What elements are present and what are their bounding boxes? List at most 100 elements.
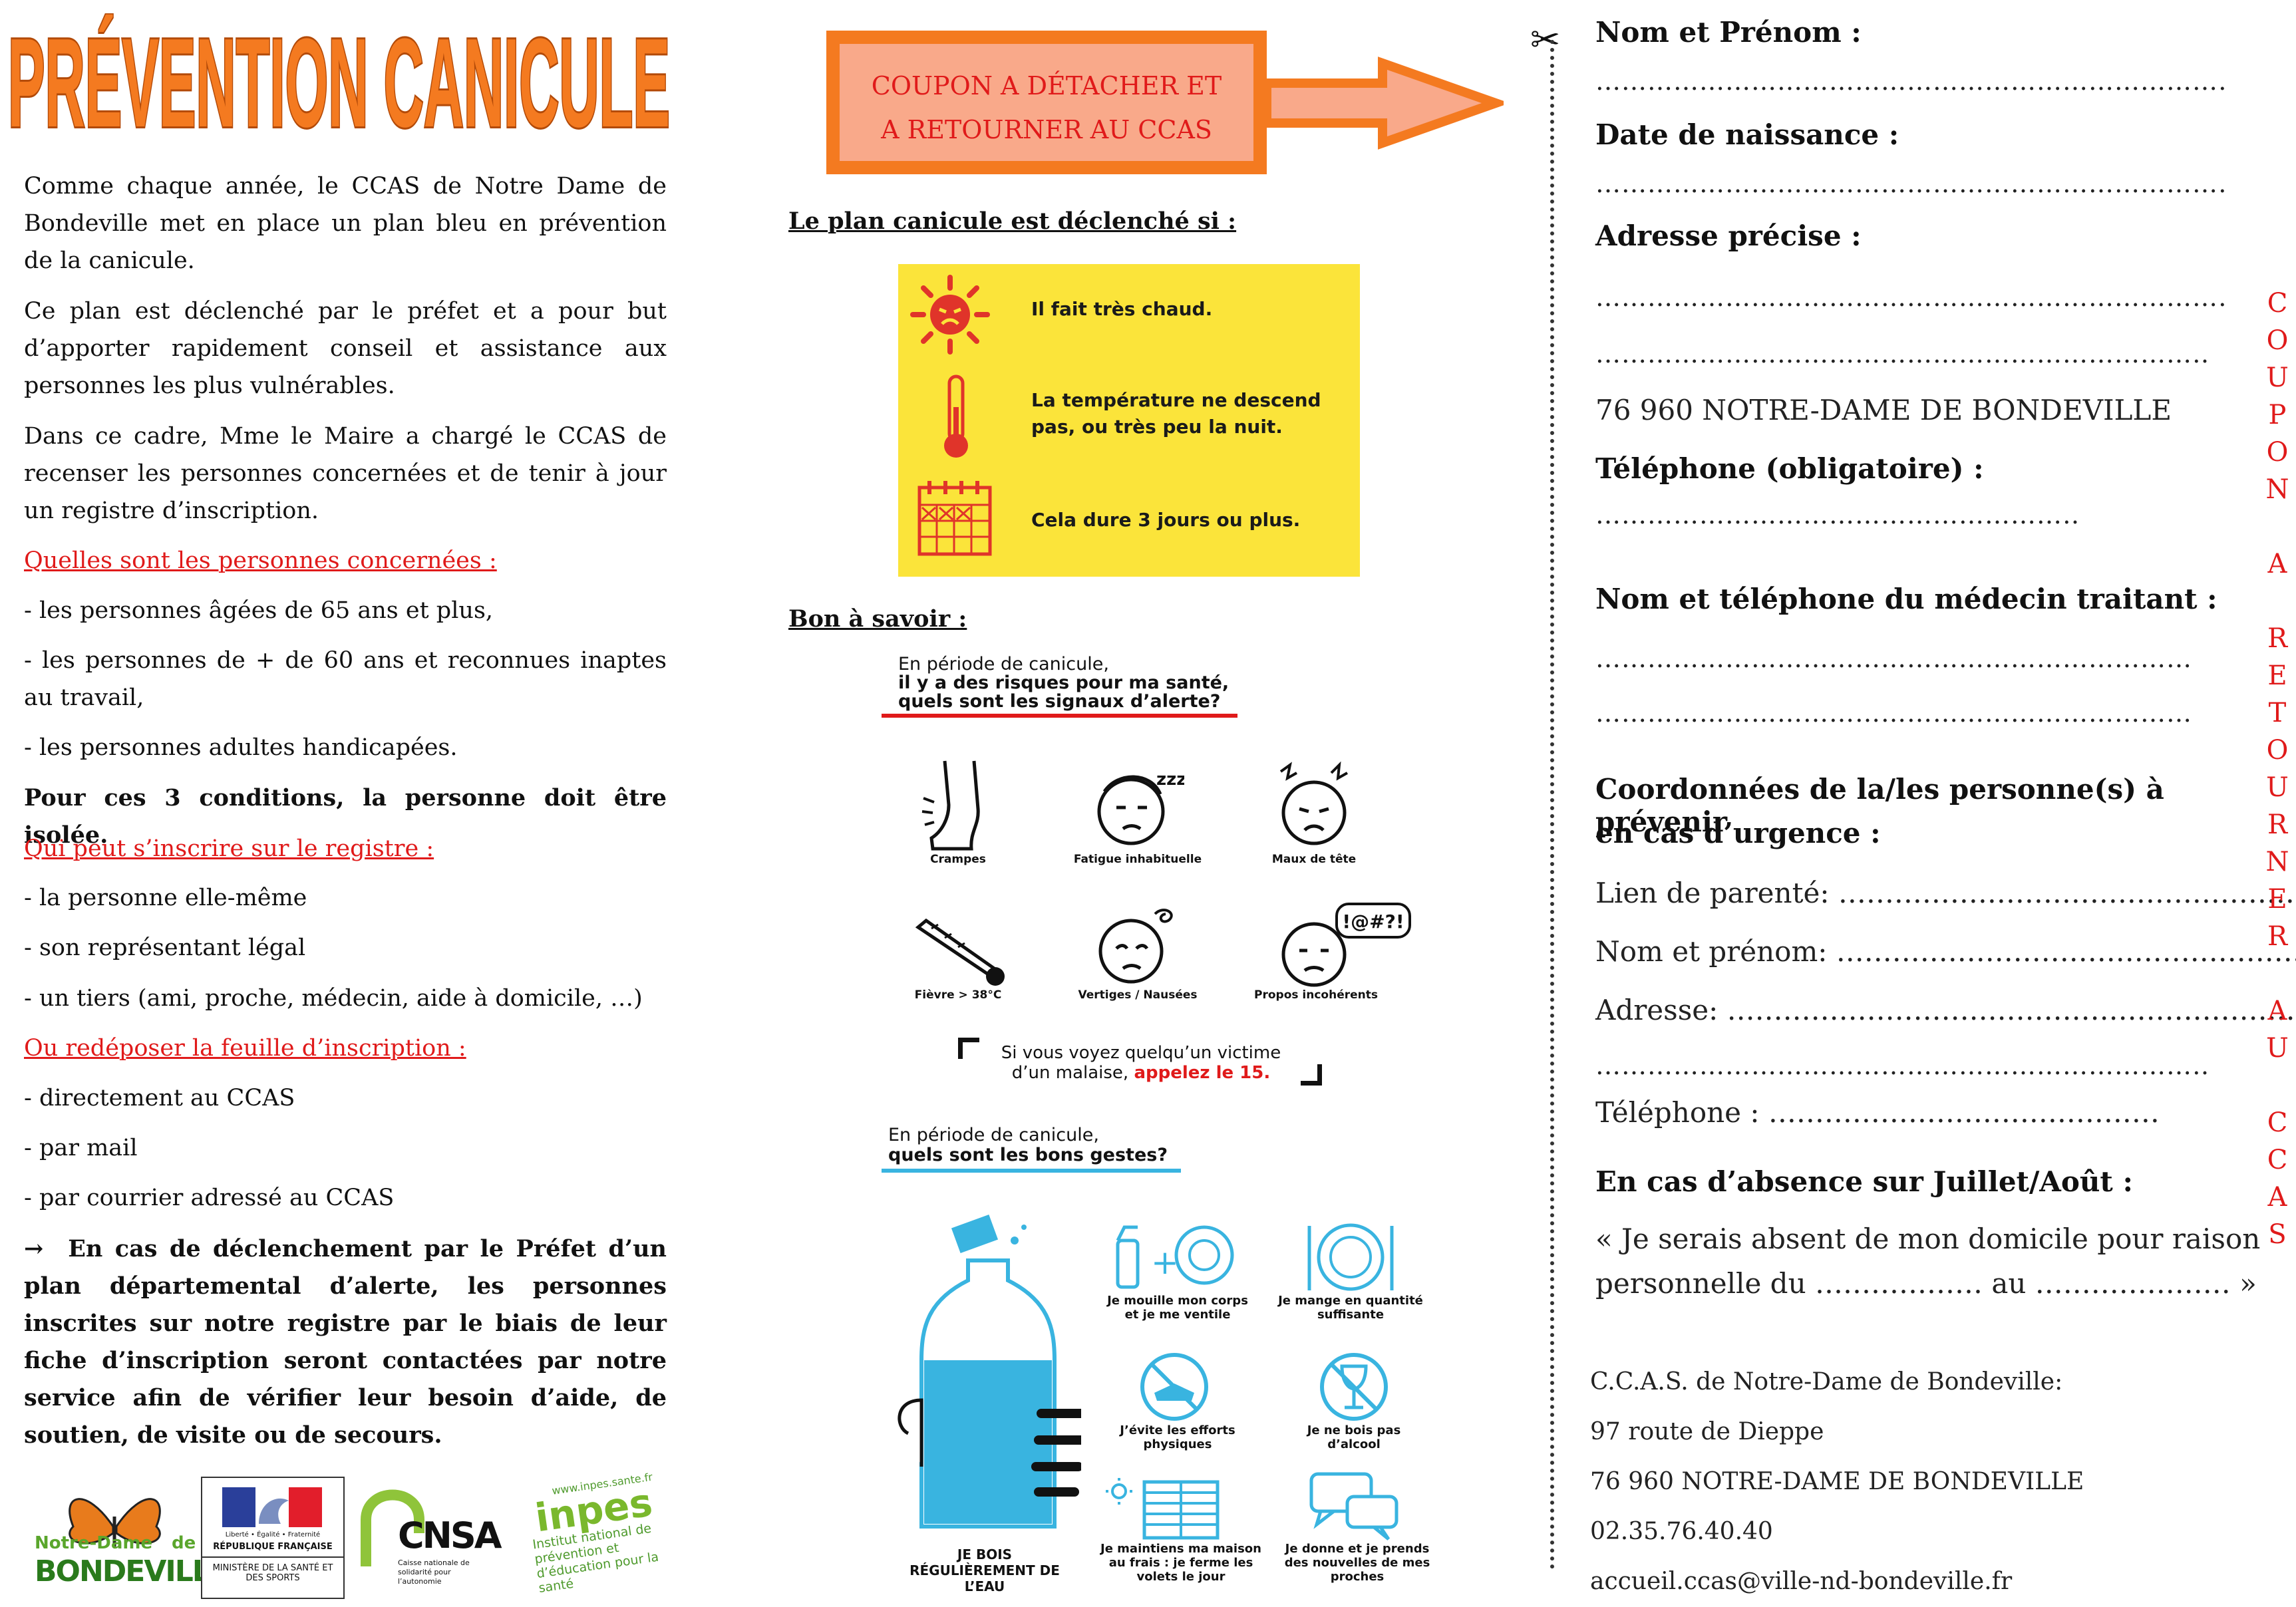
vertical-letter: R — [2267, 809, 2288, 840]
speech-bubbles-icon — [1309, 1472, 1398, 1540]
plan-heading: Le plan canicule est déclenché si : — [788, 208, 1237, 235]
doctor-field-1[interactable]: …………………………………………………………………………………………… — [1595, 644, 2194, 673]
call-15-line-2a: d’un malaise, — [1011, 1063, 1129, 1083]
doctor-field-2[interactable]: …………………………………………………………………………………………… — [1595, 698, 2194, 728]
vertical-letter: C — [2267, 1107, 2288, 1138]
vertical-letter: P — [2268, 400, 2287, 430]
risk-underline — [882, 714, 1237, 718]
phone-field[interactable]: …………………………………………………………………………………………… — [1595, 500, 2078, 529]
symptom-fatigue: Fatigue inhabituelle — [1073, 853, 1202, 866]
address-field-1[interactable]: …………………………………………………………………………………………… — [1595, 283, 2227, 312]
contact-address-field[interactable]: Adresse: ……………………………………………………… — [1595, 994, 2296, 1026]
absence-line-1: « Je serais absent de mon domicile pour … — [1595, 1223, 2261, 1255]
who-heading: Qui peut s’inscrire sur le registre : — [24, 835, 434, 862]
logo-nd-de: de — [172, 1533, 196, 1553]
vertical-letter: R — [2267, 921, 2288, 952]
gestures-line-1: En période de canicule, — [888, 1125, 1099, 1145]
angry-sun-icon — [910, 275, 990, 355]
gestures-heading: En période de canicule, quels sont les b… — [888, 1125, 1168, 1165]
vertical-letter: O — [2266, 735, 2289, 766]
symptom-headache: Maux de tête — [1271, 853, 1357, 866]
relation-field[interactable]: Lien de parenté: …………………………………………… — [1595, 877, 2296, 909]
ccas-city: 76 960 NOTRE-DAME DE BONDEVILLE — [1590, 1468, 2084, 1495]
address-field-2[interactable]: …………………………………………………………………………………………… — [1595, 339, 2208, 368]
risk-line-3: quels sont les signaux d’alerte? — [898, 691, 1221, 712]
call-15-note: Si vous voyez quelqu’un victime d’un mal… — [985, 1043, 1297, 1083]
cnsa-subtitle: Caisse nationale de solidarité pour l’au… — [398, 1558, 470, 1586]
rf-name: RÉPUBLIQUE FRANÇAISE — [213, 1542, 333, 1552]
address-city: 76 960 NOTRE-DAME DE BONDEVILLE — [1595, 394, 2172, 426]
vertical-letter — [2261, 1067, 2294, 1104]
coupon-line-2: A RETOURNER AU CCAS — [880, 115, 1212, 144]
plate-icon — [1307, 1223, 1394, 1291]
spray-fan-icon: + — [1116, 1225, 1234, 1289]
risk-line-1: En période de canicule, — [898, 654, 1109, 674]
contact-phone-field[interactable]: Téléphone : …………………………………… — [1595, 1096, 2160, 1129]
dizzy-face-icon — [1098, 909, 1173, 984]
shutters-icon — [1106, 1478, 1220, 1540]
vertical-letter: E — [2267, 660, 2287, 691]
gesture-eat: Je mange en quantité suffisante — [1278, 1294, 1423, 1322]
contact-name-field[interactable]: Nom et prénom: …………………………………………… — [1595, 935, 2296, 968]
absence-line-2[interactable]: personnelle du ……………… au ………………… » — [1595, 1267, 2257, 1300]
bottle-label: JE BOIS RÉGULIÈREMENT DE L’EAU — [909, 1546, 1060, 1594]
gesture-spray: Je mouille mon corps et je me ventile — [1107, 1294, 1248, 1322]
conditions-panel: Il fait très chaud. La température ne de… — [898, 264, 1360, 577]
plan-paragraph: Ce plan est déclenché par le préfet et a… — [24, 298, 667, 399]
vertical-letter: N — [2265, 474, 2289, 505]
water-bottle-icon — [898, 1214, 1081, 1529]
name-field[interactable]: …………………………………………………………………………………………… — [1595, 67, 2227, 96]
phone-label: Téléphone (obligatoire) : — [1595, 452, 1984, 485]
mayor-paragraph: Dans ce cadre, Mme le Maire a chargé le … — [24, 423, 667, 524]
where-item-2: - par mail — [24, 1135, 138, 1161]
intro-paragraph: Comme chaque année, le CCAS de Notre Dam… — [24, 173, 667, 274]
marianne-icon — [222, 1487, 322, 1527]
who-item-3: - un tiers (ami, proche, médecin, aide à… — [24, 985, 643, 1012]
condition-3: Cela dure 3 jours ou plus. — [1031, 509, 1301, 531]
cnsa-name: CNSA — [398, 1515, 502, 1556]
ccas-email[interactable]: accueil.ccas@ville-nd-bondeville.fr — [1590, 1568, 2013, 1595]
risk-line-2: il y a des risques pour ma santé, — [898, 672, 1230, 693]
call-15-line-1: Si vous voyez quelqu’un victime — [1001, 1043, 1281, 1063]
gesture-shutters: Je maintiens ma maison au frais : je fer… — [1100, 1542, 1261, 1584]
logo-nd-top: Notre-Dame — [35, 1533, 153, 1553]
contact-address-field-2[interactable]: …………………………………………………………………………………………… — [1595, 1051, 2208, 1080]
no-alcohol-icon — [1320, 1353, 1388, 1421]
fever-thermometer-icon — [915, 918, 1005, 986]
vertical-letter: A — [2267, 996, 2287, 1026]
ccas-name: C.C.A.S. de Notre-Dame de Bondeville: — [1590, 1368, 2063, 1395]
vertical-letter: R — [2267, 623, 2288, 654]
concerned-item-2: - les personnes de + de 60 ans et reconn… — [24, 647, 667, 711]
page-title: PRÉVENTION CANICULE — [6, 13, 672, 156]
scissors-icon: ✂ — [1530, 19, 1561, 61]
ccas-address-block: C.C.A.S. de Notre-Dame de Bondeville: 97… — [1590, 1357, 2084, 1606]
bon-heading: Bon à savoir : — [788, 605, 967, 633]
no-effort-icon — [1140, 1353, 1208, 1421]
where-heading: Ou redéposer la feuille d’inscription : — [24, 1035, 466, 1062]
republique-francaise-logo: Liberté • Égalité • Fraternité RÉPUBLIQU… — [201, 1477, 345, 1599]
where-item-1: - directement au CCAS — [24, 1085, 295, 1111]
call-15-number: appelez le 15. — [1134, 1063, 1271, 1083]
cramp-leg-icon — [921, 760, 980, 851]
vertical-letter: C — [2267, 288, 2288, 319]
gestures-line-2: quels sont les bons gestes? — [888, 1145, 1168, 1165]
vertical-letter: A — [2267, 1182, 2287, 1213]
condition-1: Il fait très chaud. — [1031, 298, 1213, 320]
bracket-left — [958, 1038, 979, 1059]
concerned-heading: Quelles sont les personnes concernées : — [24, 547, 497, 574]
vertical-letter — [2261, 955, 2294, 992]
doctor-label: Nom et téléphone du médecin traitant : — [1595, 583, 2217, 615]
ccas-phone: 02.35.76.40.40 — [1590, 1518, 1773, 1545]
svg-text:+: + — [1151, 1243, 1179, 1282]
ccas-street: 97 route de Dieppe — [1590, 1418, 1824, 1445]
inpes-logo: www.inpes.sante.fr inpes Institut nation… — [525, 1466, 700, 1607]
gesture-no-effort: J’évite les efforts physiques — [1120, 1423, 1235, 1451]
confused-face-icon: !@#?! — [1281, 903, 1411, 987]
isolated-note: Pour ces 3 conditions, la personne doit … — [24, 784, 667, 849]
logo-nd-bottom: BONDEVILLE — [35, 1554, 230, 1588]
dob-field[interactable]: …………………………………………………………………………………………… — [1595, 169, 2227, 198]
alert-paragraph-text: En cas de déclenchement par le Préfet d’… — [24, 1235, 667, 1449]
vertical-letter: A — [2267, 549, 2287, 579]
butterfly-icon — [69, 1498, 161, 1546]
